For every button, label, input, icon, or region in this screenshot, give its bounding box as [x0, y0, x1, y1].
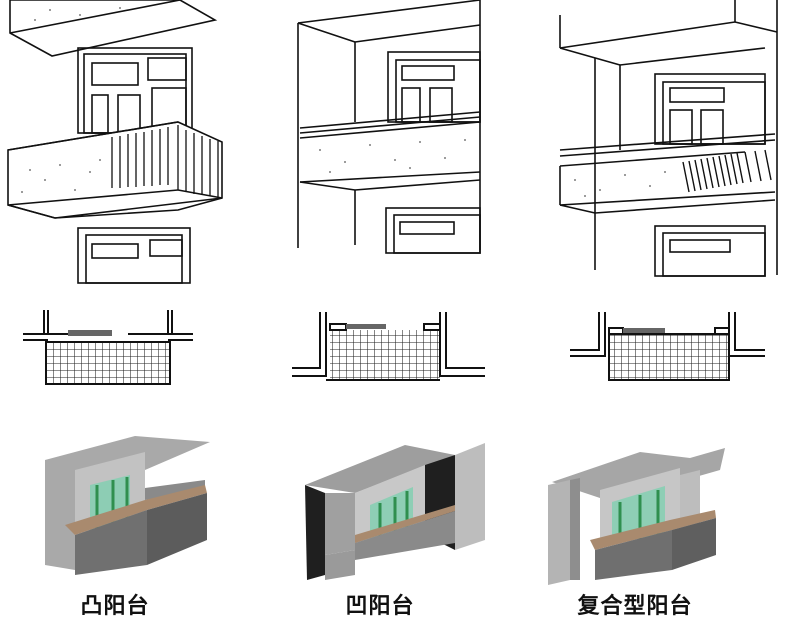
model-convex-balcony [35, 430, 220, 575]
sketch-concave-balcony [290, 0, 490, 290]
plan-concave-balcony [290, 300, 490, 390]
sketch-convex-balcony [0, 0, 240, 290]
plan-convex-balcony [18, 300, 198, 390]
caption-concave-balcony: 凹阳台 [345, 594, 415, 619]
plan-composite-balcony [565, 300, 775, 390]
model-concave-balcony [295, 435, 495, 585]
caption-convex-balcony: 凸阳台 [80, 594, 150, 619]
caption-composite-balcony: 复合型阳台 [577, 594, 693, 619]
sketch-composite-balcony [555, 0, 785, 290]
model-composite-balcony [540, 440, 730, 585]
